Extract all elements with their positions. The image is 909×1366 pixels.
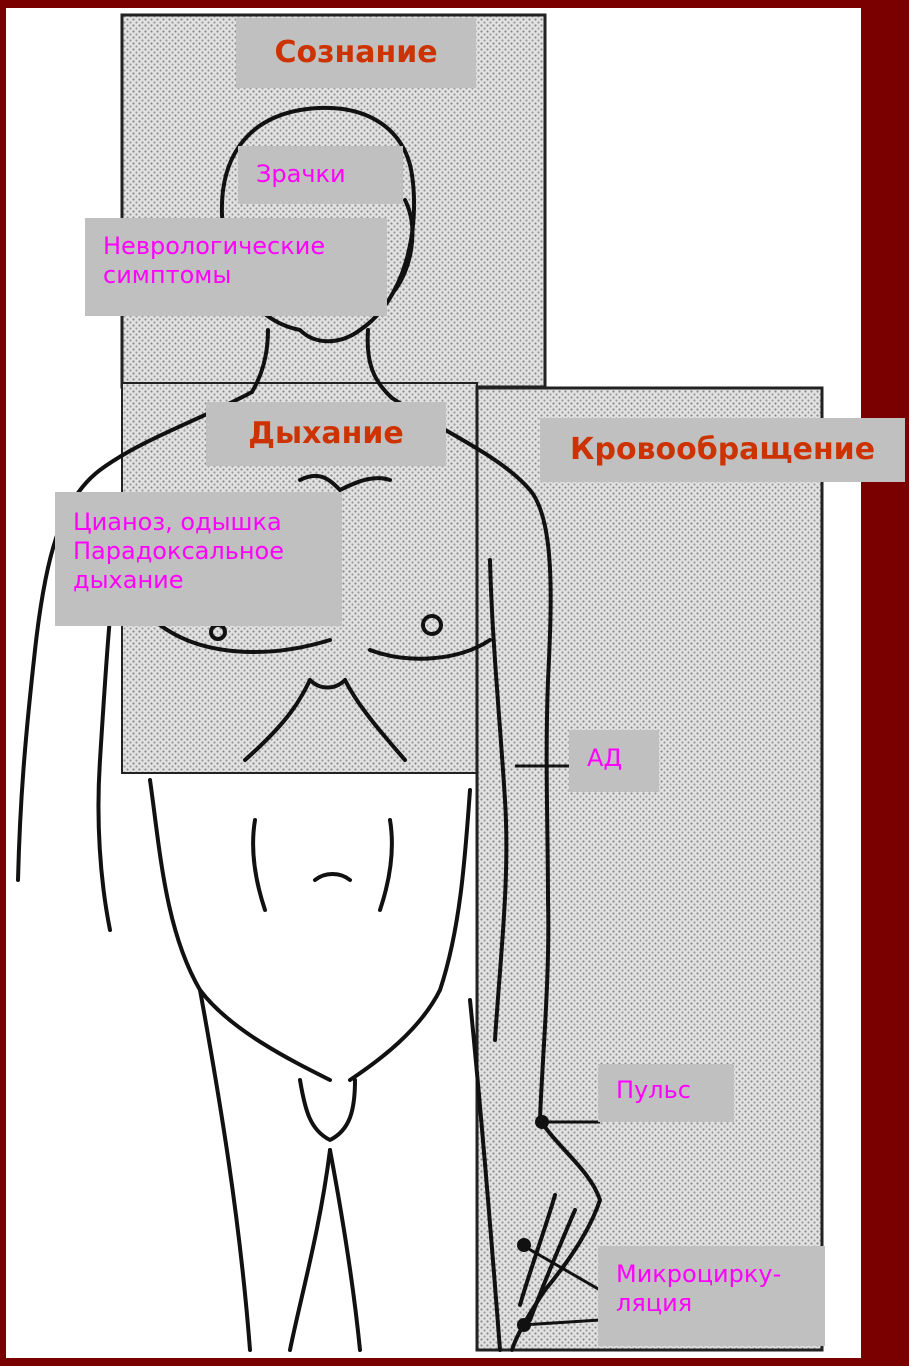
cyanosis-dyspnea-label: Цианоз, одышка Парадоксальное дыхание	[55, 492, 342, 626]
circulation-heading: Кровообращение	[540, 418, 905, 482]
blood-pressure-label: АД	[569, 730, 659, 792]
neurological-symptoms-label: Неврологические симптомы	[85, 218, 387, 316]
microcirculation-label: Микроцирку- ляция	[598, 1246, 825, 1346]
pulse-label: Пульс	[598, 1064, 734, 1122]
circulation-region	[477, 388, 822, 1350]
pupils-label: Зрачки	[238, 146, 403, 204]
breathing-heading: Дыхание	[206, 402, 446, 466]
consciousness-heading: Сознание	[236, 18, 476, 88]
